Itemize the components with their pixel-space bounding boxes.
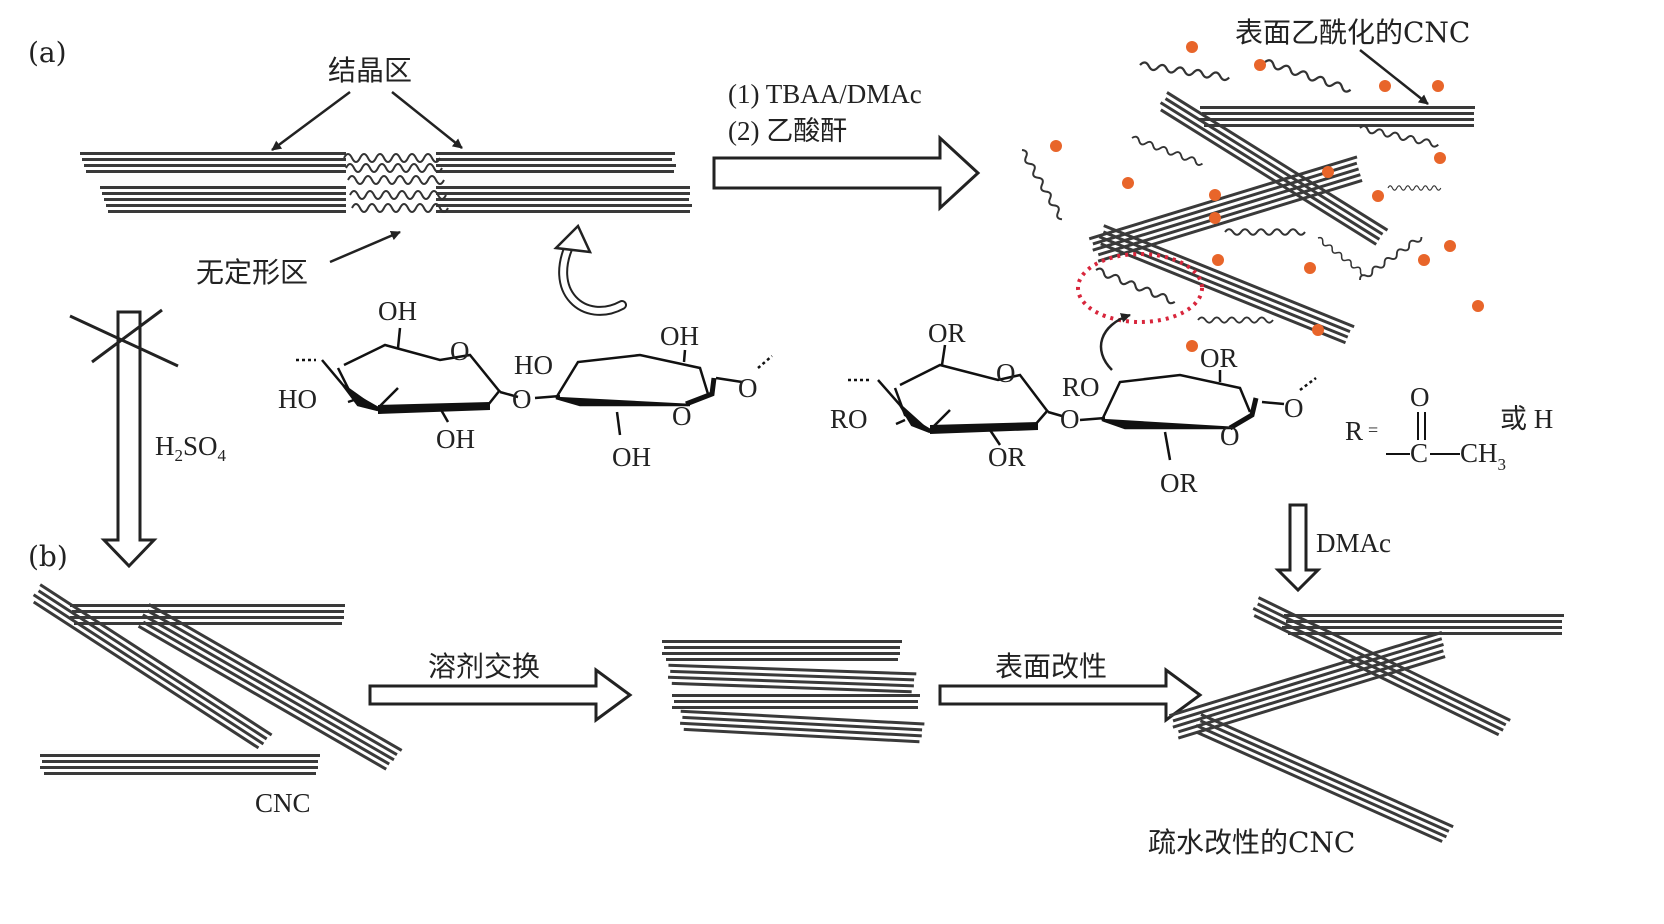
- svg-text:O: O: [450, 336, 470, 366]
- step1-label: (1) TBAA/DMAc: [728, 79, 922, 109]
- svg-text:O: O: [738, 373, 758, 403]
- dmac-arrow: [1274, 503, 1322, 593]
- cellulose-labels: OH O HO OH O HO OH O O OH: [278, 296, 758, 472]
- svg-text:O: O: [1060, 404, 1080, 434]
- svg-text:O: O: [996, 358, 1016, 388]
- svg-text:O: O: [1284, 393, 1304, 423]
- svg-text:OR: OR: [988, 442, 1026, 472]
- acetylated-cnc-arrow: [1359, 49, 1429, 105]
- acetylated-fibrils: [1088, 91, 1475, 345]
- svg-text:OR: OR: [1200, 343, 1238, 373]
- reaction-arrow: [712, 134, 981, 212]
- crystalline-region-label: 结晶区: [328, 54, 412, 87]
- dmac-label: DMAc: [1316, 528, 1391, 558]
- surface-modification-arrow: [938, 667, 1203, 723]
- svg-text:OH: OH: [378, 296, 417, 326]
- svg-text:OH: OH: [436, 424, 475, 454]
- svg-text:=: =: [1368, 420, 1378, 440]
- stacked-cnc: [662, 640, 925, 744]
- cnc-crystals: [32, 583, 403, 775]
- svg-text:或 H: 或 H: [1500, 404, 1553, 434]
- svg-text:O: O: [1410, 382, 1430, 412]
- cnc-label: CNC: [255, 788, 311, 818]
- cross-mark-2: [91, 308, 163, 364]
- cross-mark-1: [69, 314, 179, 368]
- hydrophobic-cnc-label: 疏水改性的CNC: [1148, 826, 1355, 859]
- svg-text:RO: RO: [1062, 372, 1100, 402]
- amorphous-region-label: 无定形区: [196, 256, 308, 289]
- panel-b-label: (b): [28, 540, 68, 573]
- svg-text:R: R: [1345, 416, 1363, 446]
- acid-label: H2SO4: [155, 431, 227, 465]
- curved-arrow-right: [1099, 313, 1131, 371]
- svg-text:OR: OR: [928, 318, 966, 348]
- svg-text:O: O: [672, 401, 692, 431]
- panel-a-label: (a): [28, 36, 67, 69]
- svg-text:OH: OH: [612, 442, 651, 472]
- svg-text:O: O: [1220, 421, 1240, 451]
- step2-label: (2) 乙酸酐: [728, 116, 847, 146]
- amorphous-arrow: [329, 230, 401, 264]
- acetyl-dots: [1050, 41, 1484, 352]
- modified-labels: OR O RO OR O RO OR O O OR: [830, 318, 1304, 498]
- surface-modification-label: 表面改性: [995, 650, 1107, 683]
- acetylated-cnc-label: 表面乙酰化的CNC: [1235, 16, 1470, 49]
- svg-text:C: C: [1410, 438, 1428, 468]
- r-group-definition: R = O C CH3 或 H: [1345, 382, 1553, 474]
- svg-text:OH: OH: [660, 321, 699, 351]
- curved-arrow-left-head: [553, 223, 593, 254]
- svg-text:O: O: [512, 384, 532, 414]
- highlight-ellipse: [1076, 252, 1204, 324]
- svg-text:RO: RO: [830, 404, 868, 434]
- hydrophobic-cnc-crystals: [1168, 596, 1564, 843]
- solvent-exchange-arrow: [368, 667, 633, 723]
- modified-cellulose-structure: [848, 344, 1317, 461]
- solvent-exchange-label: 溶剂交换: [428, 650, 540, 683]
- svg-text:HO: HO: [514, 350, 553, 380]
- svg-text:HO: HO: [278, 384, 317, 414]
- curved-arrow-left: [560, 237, 625, 314]
- svg-text:OR: OR: [1160, 468, 1198, 498]
- crystalline-arrow-right: [391, 91, 463, 149]
- svg-text:CH3: CH3: [1460, 438, 1506, 474]
- crystalline-arrow-left: [271, 90, 351, 152]
- cellulose-structure: [296, 327, 773, 436]
